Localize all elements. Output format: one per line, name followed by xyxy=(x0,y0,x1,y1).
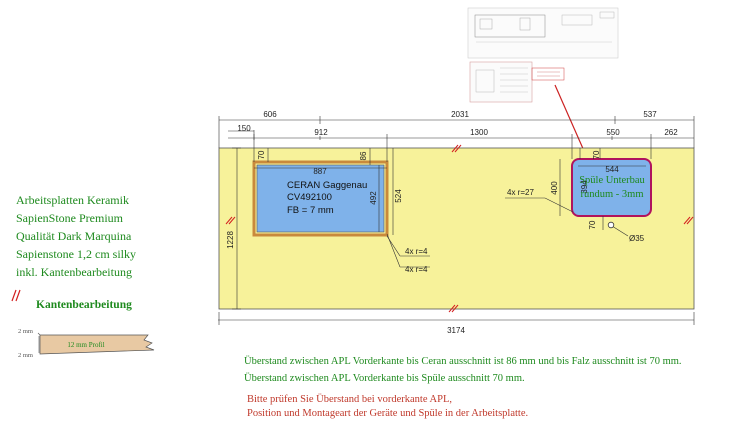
tap-hole xyxy=(607,221,615,229)
dim-262: 262 xyxy=(664,128,678,137)
sink-label-margin: rundum - 3mm xyxy=(581,189,644,200)
note-check-overhang: Bitte prüfen Sie Überstand bei vorderkan… xyxy=(247,394,452,405)
dim-tap-70: 70 xyxy=(588,220,597,229)
material-line: Sapienstone 1,2 cm silky xyxy=(16,247,136,261)
material-line: inkl. Kantenbearbeitung xyxy=(16,265,132,279)
radius-ceran-label-1: 4x r=4 xyxy=(405,247,428,256)
profile-top-mark: 2 mm xyxy=(18,328,33,335)
ceran-frame xyxy=(252,160,389,237)
note-ceran-overhang: Überstand zwischen APL Vorderkante bis C… xyxy=(244,356,682,367)
radius-leaders xyxy=(386,197,629,268)
tap-hole-label: Ø35 xyxy=(629,234,645,243)
dim-ceran-86: 86 xyxy=(359,151,368,160)
radius-sink-label: 4x r=27 xyxy=(507,188,534,197)
side-dimension-lines xyxy=(218,147,695,325)
dim-1300: 1300 xyxy=(470,128,488,137)
sink-label-type: Spüle Unterbau xyxy=(579,175,645,186)
dim-sink-width: 544 xyxy=(605,165,619,174)
sink-cutout xyxy=(571,158,652,217)
edge-markers xyxy=(225,144,694,313)
profile-label: 12 mm Profil xyxy=(67,341,104,349)
dim-606: 606 xyxy=(263,110,277,119)
ceran-label-fb: FB = 7 mm xyxy=(287,205,334,216)
radius-ceran-label-2: 4x r=4 xyxy=(405,265,428,274)
dim-sink-70: 70 xyxy=(592,150,601,159)
dim-ceran-width: 887 xyxy=(313,167,327,176)
ceran-label-model: CERAN Gaggenau xyxy=(287,180,367,191)
material-line: SapienStone Premium xyxy=(16,211,123,225)
dim-2031: 2031 xyxy=(451,110,469,119)
profile-bottom-mark: 2 mm xyxy=(18,352,33,359)
dim-537: 537 xyxy=(643,110,657,119)
dim-ceran-524: 524 xyxy=(394,189,403,203)
ceran-cutout xyxy=(256,164,385,233)
note-check-position: Position und Montageart der Geräte und S… xyxy=(247,408,529,419)
dim-ceran-depth: 492 xyxy=(369,191,378,205)
dim-total-depth: 1228 xyxy=(226,231,235,249)
material-description: Arbeitsplatten Keramik SapienStone Premi… xyxy=(16,191,136,281)
material-line: Arbeitsplatten Keramik xyxy=(16,193,129,207)
dim-sink-depth: 394 xyxy=(580,180,589,194)
edge-profile-graphic xyxy=(11,289,155,355)
datasheet-thumbnail xyxy=(467,7,619,103)
dim-150: 150 xyxy=(237,124,251,133)
sink-leader-line xyxy=(554,84,589,161)
dim-ceran-70: 70 xyxy=(257,150,266,159)
top-dimension-lines xyxy=(218,116,695,169)
dim-total-width: 3174 xyxy=(447,326,465,335)
material-line: Qualität Dark Marquina xyxy=(16,229,132,243)
note-sink-overhang: Überstand zwischen APL Vorderkante bis S… xyxy=(244,373,525,384)
edge-section-title: Kantenbearbeitung xyxy=(36,299,132,311)
dim-sink-400: 400 xyxy=(550,181,559,195)
dim-912: 912 xyxy=(314,128,328,137)
dim-550: 550 xyxy=(606,128,620,137)
ceran-label-code: CV492100 xyxy=(287,192,332,203)
